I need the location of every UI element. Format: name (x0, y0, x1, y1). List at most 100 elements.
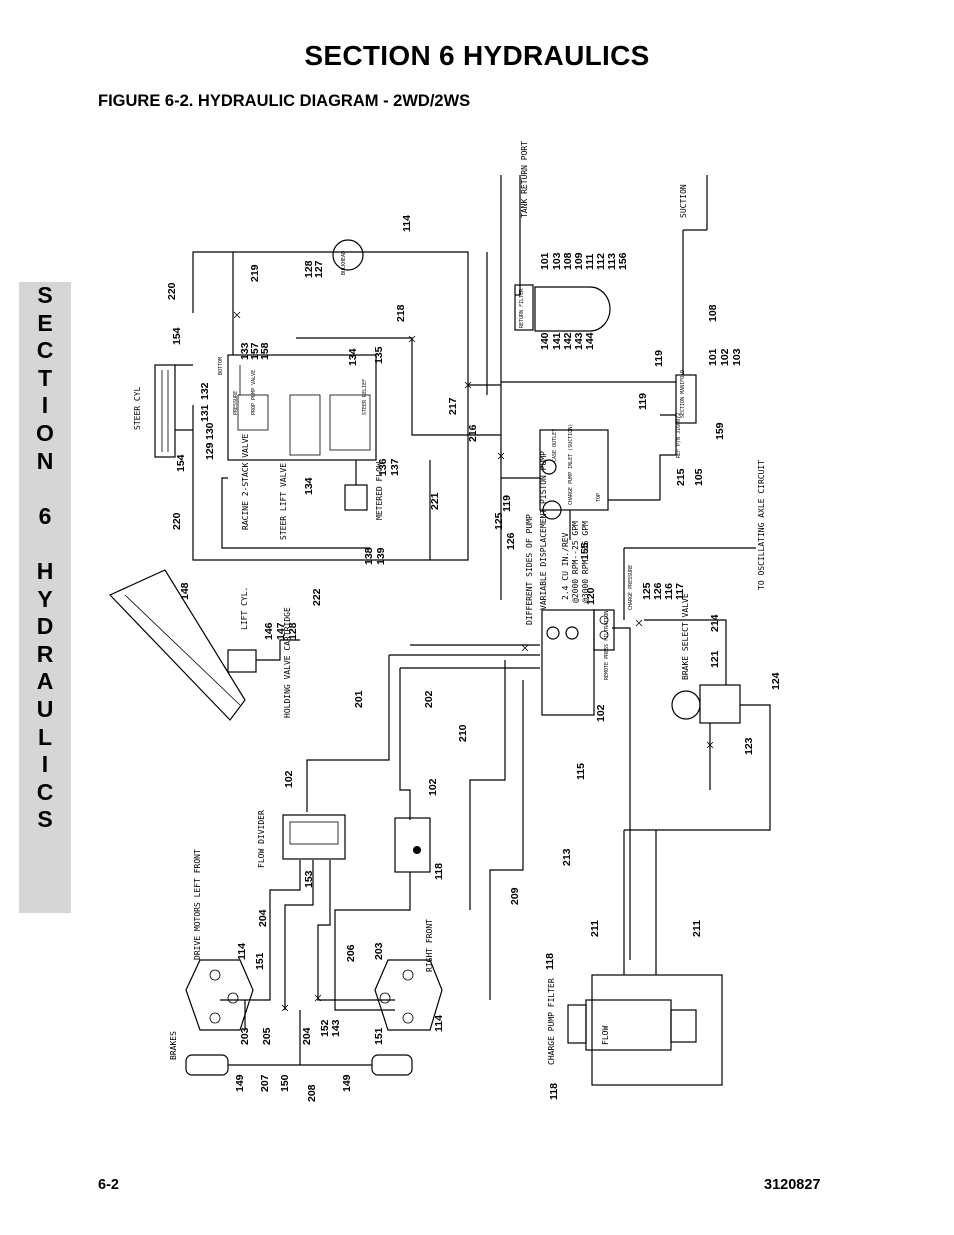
callout-label: 140 (539, 332, 551, 350)
side-tab-letter: C (36, 778, 54, 805)
component-label-steer-relief: STEER RELIEF (362, 379, 368, 415)
callout-label: 108 (707, 304, 719, 322)
callout-label: 126 (505, 532, 517, 550)
callout-label: 135 (373, 346, 385, 364)
callout-label: 201 (353, 690, 365, 708)
component-label-charge-pump-inlet: CHARGE PUMP INLET (SUCTION) (568, 424, 574, 505)
callout-label: 146 (263, 622, 275, 640)
callout-label: 138 (363, 547, 375, 565)
component-label-bulkhead: BULKHEAD (341, 251, 347, 275)
pressure-gauge (332, 239, 364, 271)
callout-label: 156 (617, 252, 629, 270)
callout-label: 139 (375, 547, 387, 565)
callout-label: 128 (303, 260, 315, 278)
callout-label: 149 (234, 1074, 246, 1092)
component-label-remote-press-filtration: REMOTE PRESS FILTRATION (604, 611, 610, 680)
callout-label: 114 (433, 1015, 445, 1032)
component-label-holding-valve: HOLDING VALVE CARTRIDGE (283, 607, 292, 718)
callout-label: 123 (743, 737, 755, 755)
callout-label: 214 (709, 614, 721, 632)
component-label-pump-spec3: @3000 RPM--35 GPM (581, 521, 590, 603)
component-label-brake-select-valve: BRAKE SELECT VALVE (681, 593, 690, 680)
component-label-section-manifold: SECTION MANIFOLD (680, 370, 686, 418)
callout-label: 203 (373, 942, 385, 960)
callout-label: 151 (373, 1027, 385, 1045)
page-number: 6-2 (98, 1177, 119, 1193)
component-label-pressure: PRESSURE (233, 391, 239, 415)
side-tab-letter: L (37, 723, 53, 750)
stack-valve-box (227, 354, 377, 461)
component-label-lift-cyl: LIFT CYL. (240, 587, 249, 630)
callout-label: 207 (259, 1074, 271, 1092)
component-label-return-filter: RETURN FILTER (519, 288, 525, 328)
reservoir-box (591, 974, 723, 1086)
charge-pump-body (539, 429, 609, 511)
component-label-pump: VARIABLE DISPLACEMENT PISTON PUMP (539, 451, 548, 610)
side-tab-letter: H (36, 557, 54, 584)
component-label-pump-spec2: @2000 RPM--25 GPM (571, 521, 580, 603)
callout-label: 151 (254, 952, 266, 970)
callout-label: 102 (595, 704, 607, 722)
component-label-steer-cyl: STEER CYL (133, 386, 142, 430)
component-label-pump-sides: DIFFERENT SIDES OF PUMP (525, 514, 534, 625)
callout-label: 220 (166, 282, 178, 300)
component-label-brakes: BRAKES (169, 1031, 178, 1060)
component-label-suction: SUCTION (679, 184, 688, 218)
callout-label: 102 (283, 770, 295, 788)
callout-label: 103 (731, 348, 743, 366)
callout-label: 208 (306, 1084, 318, 1102)
component-label-charge-pump-filter: CHARGE PUMP FILTER (547, 978, 556, 1065)
callout-label: 131 (199, 404, 211, 422)
callout-label: 152 (319, 1019, 331, 1037)
side-tab-letter: S (37, 282, 53, 308)
callout-label: 124 (770, 672, 782, 690)
side-tab-letter: 6 (38, 502, 52, 529)
holding-valve (227, 649, 257, 673)
callout-label: 137 (389, 458, 401, 476)
side-tab-letter: Y (37, 585, 53, 612)
component-label-to-oscillating: TO OSCILLATING AXLE CIRCUIT (757, 460, 766, 590)
callout-label: 118 (544, 953, 556, 970)
callout-label: 148 (179, 582, 191, 600)
document-number: 3120827 (764, 1177, 821, 1193)
callout-label: 114 (236, 943, 248, 960)
callout-label: 119 (637, 393, 649, 410)
callout-label: 205 (261, 1027, 273, 1045)
callout-label: 108 (562, 252, 574, 270)
side-tab-letter: S (37, 806, 53, 833)
callout-label: 204 (301, 1027, 313, 1045)
component-label-bottom: BOTTOM (218, 357, 224, 375)
callout-label: 150 (279, 1074, 291, 1092)
component-label-flow: FLOW (601, 1026, 610, 1045)
flow-divider-box (282, 814, 346, 860)
section-title: SECTION 6 HYDRAULICS (304, 40, 650, 71)
callout-label: 159 (714, 422, 726, 440)
callout-label: 114 (401, 215, 413, 232)
left-drive-motor (185, 959, 254, 1031)
side-tab-letter: A (36, 668, 54, 695)
component-label-flow-divider: FLOW DIVIDER (257, 810, 266, 868)
callout-label: 112 (595, 253, 607, 270)
callout-label: 118 (433, 863, 445, 880)
component-label-pump-spec1: 2.4 CU IN./REV (561, 532, 570, 600)
callout-label: 158 (259, 342, 271, 360)
callout-label: 153 (303, 870, 315, 888)
callout-label: 149 (341, 1074, 353, 1092)
callout-label: 119 (501, 495, 513, 512)
callout-label: 116 (663, 583, 675, 600)
callout-label: 105 (693, 468, 705, 486)
side-tab-letter: O (36, 419, 54, 446)
callout-label: 213 (561, 848, 573, 866)
callout-label: 128 (287, 622, 299, 640)
callout-label: 211 (589, 920, 601, 937)
callout-label: 202 (423, 690, 435, 708)
callout-label: 154 (171, 327, 183, 345)
steer-cylinder (154, 364, 176, 458)
component-label-ref-pn: REF P/N 3166072 (676, 413, 682, 458)
callout-label: 125 (493, 512, 505, 530)
callout-label: 134 (303, 477, 315, 495)
side-tab-letter: C (36, 337, 54, 364)
callout-label: 103 (551, 252, 563, 270)
